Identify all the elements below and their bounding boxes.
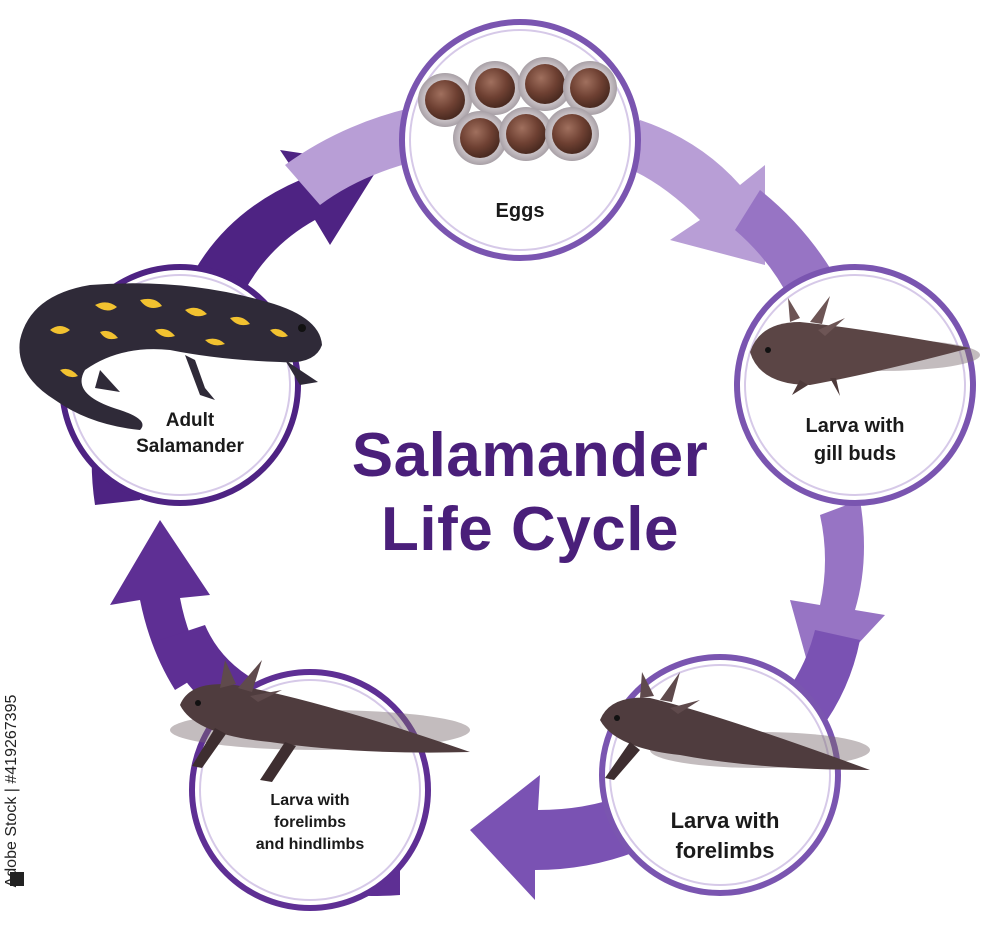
label-eggs: Eggs (470, 200, 570, 223)
label-gill-buds-line-2: gill buds (813, 443, 897, 465)
arrow-top-left-light (285, 108, 420, 205)
arrow-eggs-to-gill (620, 120, 765, 265)
adult-salamander-illustration (19, 283, 322, 430)
label-gill-buds-line-1: Larva with (805, 415, 905, 437)
label-forelimbs-line-2: forelimbs (675, 838, 775, 863)
arrow-forelimbs-to-hindlimbs (470, 775, 640, 900)
larva-hindlimbs-illustration (170, 660, 470, 782)
label-adult-line-1: Adult (165, 410, 215, 431)
label-eggs-text: Eggs (495, 200, 545, 222)
label-hindlimbs-line-1: Larva with (270, 792, 350, 809)
label-forelimbs: Larva with forelimbs (640, 806, 810, 866)
label-hindlimbs: Larva with forelimbs and hindlimbs (230, 790, 390, 856)
larva-forelimbs-illustration (600, 672, 870, 780)
larva-gill-buds-illustration (750, 296, 980, 396)
label-adult: Adult Salamander (110, 408, 270, 460)
label-adult-line-2: Salamander (136, 436, 244, 457)
stock-credit: Adobe Stock | #419267395 (3, 694, 20, 888)
label-gill-buds: Larva with gill buds (775, 412, 935, 468)
label-forelimbs-line-1: Larva with (670, 808, 780, 833)
stock-logo (10, 872, 24, 886)
diagram-title-line-1: Salamander (351, 421, 709, 490)
label-hindlimbs-line-3: and hindlimbs (255, 836, 365, 853)
label-hindlimbs-line-2: forelimbs (273, 814, 346, 831)
eggs-illustration (418, 57, 617, 165)
diagram-title-line-2: Life Cycle (381, 495, 679, 564)
